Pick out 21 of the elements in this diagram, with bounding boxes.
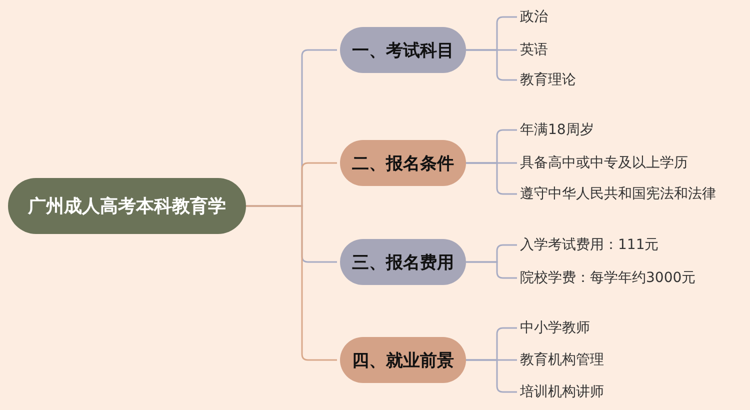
leaf-text: 英语: [520, 39, 548, 61]
leaf-text: 遵守中华人民共和国宪法和法律: [520, 183, 716, 205]
connector-line: [466, 49, 517, 81]
connector-line: [246, 205, 337, 361]
leaf-text: 培训机构讲师: [520, 381, 604, 403]
leaf-text: 具备高中或中专及以上学历: [520, 152, 688, 174]
branch-pill: 二、报名条件: [340, 140, 466, 186]
leaf-text: 院校学费：每学年约3000元: [520, 267, 696, 289]
connector-line: [466, 261, 517, 279]
branch-pill: 四、就业前景: [340, 337, 466, 383]
branch-pill: 一、考试科目: [340, 27, 466, 73]
connector-line: [466, 162, 517, 195]
connector-line: [466, 359, 517, 393]
leaf-text: 教育机构管理: [520, 349, 604, 371]
leaf-text: 中小学教师: [520, 317, 590, 339]
leaf-text: 教育理论: [520, 69, 576, 91]
leaf-text: 年满18周岁: [520, 119, 594, 141]
leaf-text: 入学考试费用：111元: [520, 234, 659, 256]
leaf-text: 政治: [520, 6, 548, 28]
topic-pill: 广州成人高考本科教育学: [8, 178, 246, 234]
branch-pill: 三、报名费用: [340, 239, 466, 285]
